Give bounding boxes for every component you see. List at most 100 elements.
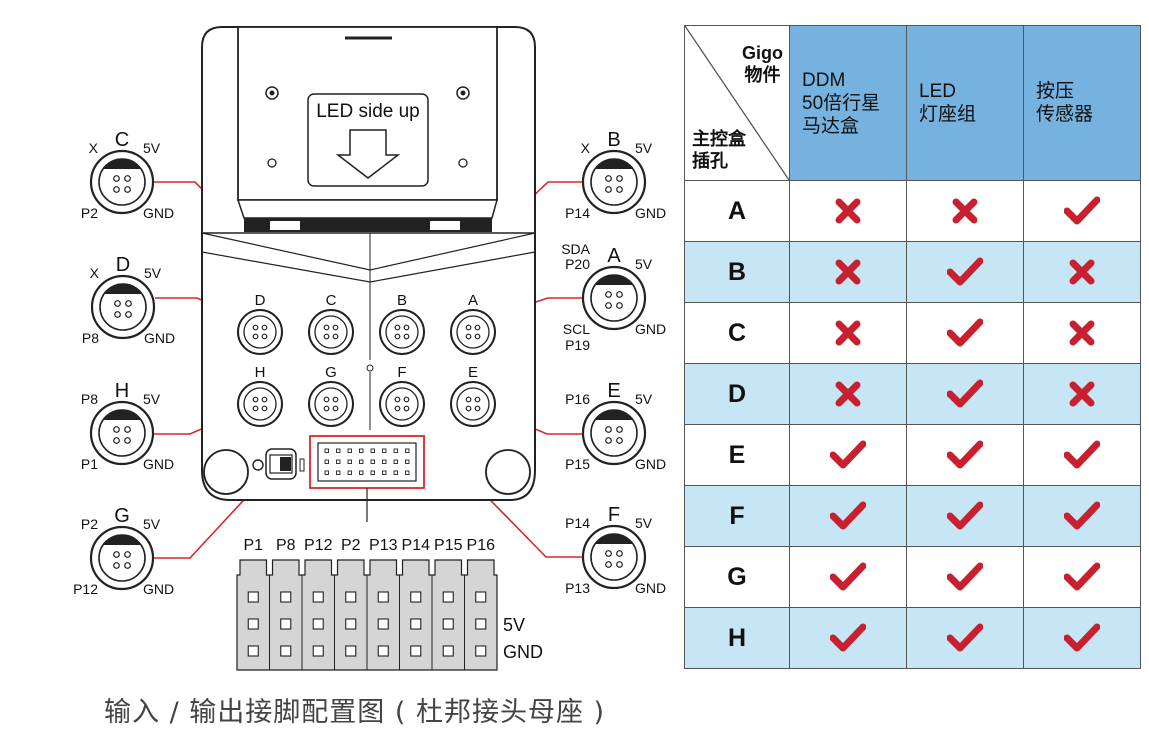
connector-pin-label: P16 (565, 391, 590, 407)
board-port-label: G (325, 364, 337, 381)
corner-label-box: 主控盒 (692, 129, 746, 149)
check-icon (947, 318, 983, 347)
diagram-caption: 输入 / 输出接脚配置图 ( 杜邦接头母座 ) (104, 697, 606, 728)
check-icon (830, 440, 866, 469)
board-port-label: C (326, 292, 337, 309)
connector-letter: E (607, 380, 620, 402)
connector-pin-label: GND (144, 330, 175, 346)
connector-letter: D (116, 254, 130, 276)
cross-icon (1069, 259, 1095, 285)
compat-cell (789, 607, 907, 669)
board-port-label: A (468, 292, 478, 309)
compat-cell (1023, 302, 1141, 364)
connector-pin-label: GND (635, 205, 666, 221)
check-icon (1064, 440, 1100, 469)
connector-pin-label: X (89, 140, 99, 156)
check-icon (947, 257, 983, 286)
compat-cell (906, 485, 1024, 547)
connector-pin-label: P8 (82, 330, 99, 346)
header-pin-label: P14 (402, 537, 431, 554)
cross-icon (1069, 320, 1095, 346)
board-port-F: F (379, 364, 425, 427)
connector-pin-label: 5V (635, 140, 653, 156)
compat-cell (1023, 424, 1141, 486)
cross-icon (952, 198, 978, 224)
table-row: F (684, 485, 1141, 547)
row-port-label: H (684, 607, 790, 669)
check-icon (947, 440, 983, 469)
connector-letter: G (114, 505, 130, 527)
compat-cell (789, 180, 907, 242)
connector-pin-label: P20 (565, 256, 590, 272)
header-pin-label: P16 (467, 537, 496, 554)
power-switch (252, 448, 305, 480)
compat-cell (906, 241, 1024, 303)
compat-cell (906, 424, 1024, 486)
connector-letter: B (607, 129, 620, 151)
board-port-label: B (397, 292, 407, 309)
connector-pin-label: 5V (635, 391, 653, 407)
corner-label-gigo: Gigo (742, 43, 783, 63)
check-icon (947, 562, 983, 591)
connector-pin-label: 5V (143, 391, 161, 407)
table-row: B (684, 241, 1141, 303)
connector-pin-label: GND (143, 456, 174, 472)
compat-cell (1023, 546, 1141, 608)
compat-cell (789, 363, 907, 425)
header-pin-label: P13 (369, 537, 398, 554)
board-port-G: G (308, 364, 354, 427)
cross-icon (835, 320, 861, 346)
board-port-C: C (308, 292, 354, 355)
check-icon (830, 501, 866, 530)
compat-cell (906, 607, 1024, 669)
check-icon (947, 623, 983, 652)
compat-cell (789, 241, 907, 303)
check-icon (1064, 623, 1100, 652)
connector-pin-label: P12 (73, 581, 98, 597)
board-pin-header (309, 435, 425, 522)
connector-pin-label: X (581, 140, 591, 156)
table-row: A (684, 180, 1141, 242)
connector-pin-label: SCL (563, 321, 590, 337)
connector-pin-label: P19 (565, 337, 590, 353)
compat-cell (906, 546, 1024, 608)
header-row-label-gnd: GND (503, 642, 543, 662)
board-port-A: A (450, 292, 496, 355)
compat-cell (789, 424, 907, 486)
compat-cell (1023, 363, 1141, 425)
board-port-D: D (237, 292, 283, 355)
connector-pin-label: GND (635, 456, 666, 472)
row-port-label: E (684, 424, 790, 486)
cross-icon (1069, 381, 1095, 407)
table-row: H (684, 607, 1141, 669)
row-port-label: A (684, 180, 790, 242)
connector-pin-label: P1 (81, 456, 98, 472)
connector-B: BX 5V P14 GND (565, 129, 666, 221)
compat-cell (1023, 180, 1141, 242)
compat-cell (789, 485, 907, 547)
connector-pin-label: P8 (81, 391, 98, 407)
connector-pin-label: P14 (565, 205, 590, 221)
header-pin-label: P12 (304, 537, 333, 554)
connector-letter: F (608, 504, 620, 526)
compat-cell (789, 546, 907, 608)
cross-icon (835, 198, 861, 224)
board-port-label: D (255, 292, 266, 309)
connector-pin-label: GND (143, 581, 174, 597)
compat-cell (1023, 241, 1141, 303)
connector-pin-label: 5V (635, 256, 653, 272)
connector-pin-label: 5V (143, 140, 161, 156)
table-row: E (684, 424, 1141, 486)
board-port-label: F (397, 364, 406, 381)
